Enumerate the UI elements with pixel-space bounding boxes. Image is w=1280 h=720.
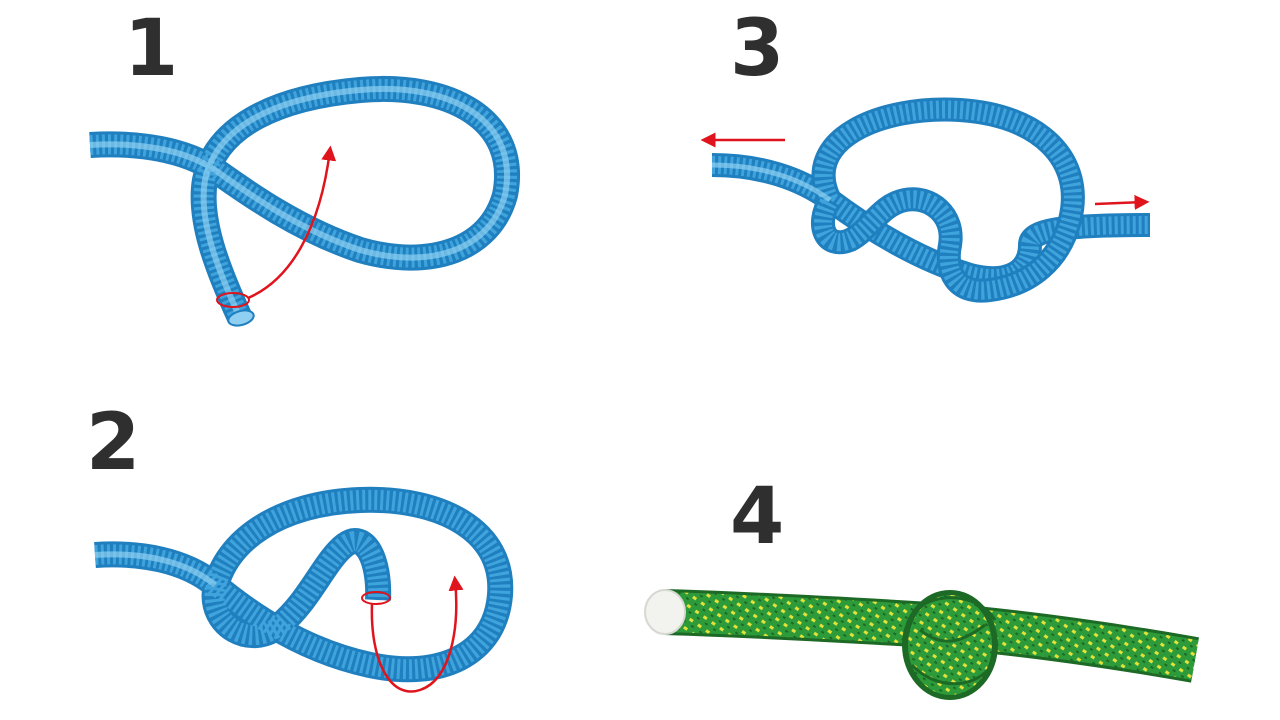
step-2-number: 2 bbox=[86, 398, 141, 488]
step-1-number: 1 bbox=[124, 4, 179, 94]
rope-end-cap bbox=[644, 589, 686, 635]
step-1-arrow bbox=[216, 145, 337, 308]
step-3-arrows bbox=[700, 132, 1150, 210]
step-2-arrow bbox=[361, 575, 464, 693]
step-3-number: 3 bbox=[730, 4, 785, 94]
step-2-rope bbox=[94, 486, 514, 683]
step-1-rope bbox=[89, 76, 520, 327]
step-4-number: 4 bbox=[730, 472, 785, 562]
step-3-rope bbox=[711, 97, 1151, 303]
pull-right-arrow bbox=[1094, 194, 1150, 210]
step-4-knotted-rope-photo bbox=[644, 589, 1199, 700]
